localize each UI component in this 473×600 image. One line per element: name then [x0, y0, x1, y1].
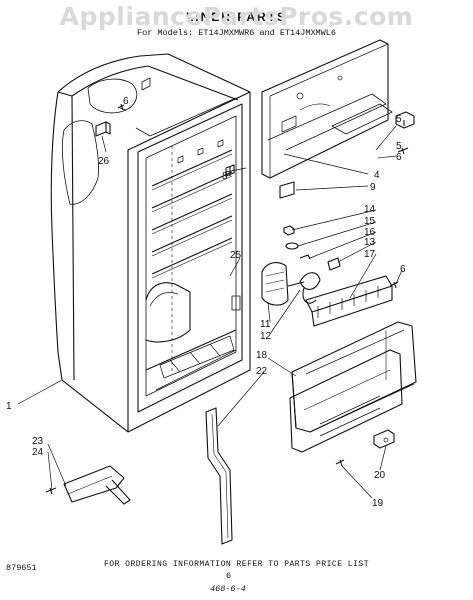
callout-25: 25 — [230, 250, 242, 261]
callout-6-right: 6 — [396, 152, 402, 163]
callout-18: 18 — [256, 350, 268, 361]
callout-labels: 1 4 5 5 6 6 6 8 9 11 12 13 14 15 16 17 1… — [6, 96, 406, 509]
part-code: 468-6-4 — [210, 584, 246, 594]
callout-11: 11 — [260, 319, 271, 330]
callout-4: 4 — [374, 170, 380, 181]
callout-9: 9 — [370, 182, 376, 193]
callout-23: 23 — [32, 436, 44, 447]
ordering-note: FOR ORDERING INFORMATION REFER TO PARTS … — [103, 560, 370, 569]
part-9-pad — [279, 181, 295, 199]
part-14-nut — [283, 225, 295, 236]
model-subtitle: For Models: ET14JMXMWR6 and ET14JMXMWL6 — [137, 28, 336, 38]
part-19-screw — [335, 459, 345, 467]
callout-15: 15 — [364, 216, 376, 227]
part-22-drain-trough — [205, 407, 233, 545]
callout-24: 24 — [32, 447, 44, 458]
callout-1: 1 — [6, 401, 12, 412]
callout-20: 20 — [374, 470, 386, 481]
part-16-clip — [299, 254, 311, 260]
part-13-bracket — [327, 257, 341, 271]
callout-5-bottom: 5 — [396, 141, 402, 152]
part-12-fan-motor — [261, 262, 305, 306]
part-24-screw — [45, 487, 57, 495]
part-5-hinge — [395, 111, 415, 129]
page-title: LINER PARTS — [185, 10, 288, 24]
catalog-number: 879651 — [6, 563, 37, 573]
part-18-rear-plate — [289, 349, 403, 453]
callout-12: 12 — [260, 331, 272, 342]
callout-8: 8 — [222, 171, 228, 182]
watermark: AppliancePartsPros.com — [59, 2, 414, 31]
part-11-fan-blade — [299, 272, 321, 304]
part-17-evaporator-cover — [305, 275, 393, 327]
part-26-bracket — [95, 121, 111, 137]
part-4-back-panel — [261, 39, 393, 179]
callout-16: 16 — [364, 227, 376, 238]
callout-6-cover: 6 — [400, 264, 406, 275]
callout-22: 22 — [256, 366, 268, 377]
page-number: 6 — [226, 571, 232, 581]
callout-14: 14 — [364, 204, 376, 215]
callout-26: 26 — [98, 156, 110, 167]
callout-17: 17 — [364, 249, 376, 260]
callout-13: 13 — [364, 237, 376, 248]
part-18-evaporator-panel — [291, 321, 417, 433]
callout-6-top: 6 — [123, 96, 129, 107]
part-6-screw-right — [397, 147, 409, 155]
callout-5-top: 5 — [396, 114, 402, 125]
cabinet-liner — [50, 53, 251, 433]
part-20-bracket — [373, 429, 395, 449]
part-23-drain-tube — [63, 465, 131, 505]
part-15-washer — [285, 242, 299, 250]
callout-19: 19 — [372, 498, 384, 509]
